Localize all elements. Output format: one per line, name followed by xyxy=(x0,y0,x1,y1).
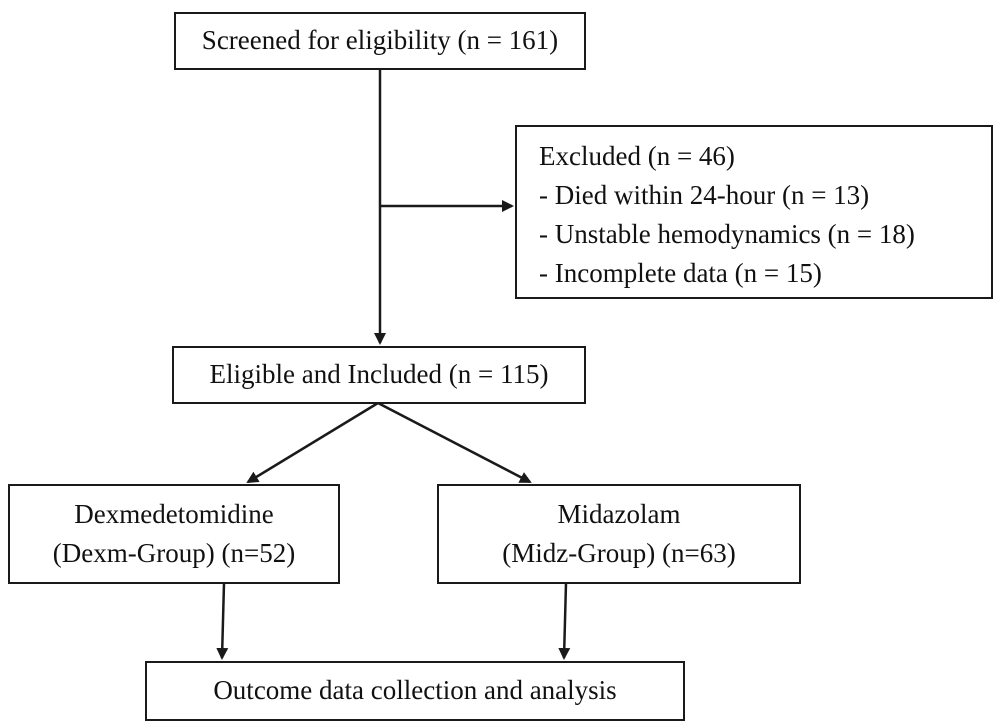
midz-group-box: Midazolam (Midz-Group) (n=63) xyxy=(437,484,801,584)
arrow-to-dexm xyxy=(246,401,379,484)
excluded-title: Excluded (n = 46) xyxy=(539,141,735,171)
arrow-to-midz xyxy=(377,401,532,484)
included-text: Eligible and Included (n = 115) xyxy=(209,359,549,390)
midz-drug-name: Midazolam xyxy=(557,498,681,529)
arrow-dexm-to-outcome xyxy=(216,582,229,660)
included-box: Eligible and Included (n = 115) xyxy=(172,346,586,404)
arrow-midz-to-outcome xyxy=(558,582,571,660)
dexm-group-count: (Dexm-Group) (n=52) xyxy=(52,538,296,568)
dexm-group-box: Dexmedetomidine (Dexm-Group) (n=52) xyxy=(8,484,340,584)
outcome-text: Outcome data collection and analysis xyxy=(213,675,617,706)
midz-group-count: (Midz-Group) (n=63) xyxy=(502,538,736,568)
screened-box: Screened for eligibility (n = 161) xyxy=(174,12,586,70)
outcome-box: Outcome data collection and analysis xyxy=(145,661,685,721)
excluded-item: - Incomplete data (n = 15) xyxy=(539,258,822,289)
excluded-item: - Died within 24-hour (n = 13) xyxy=(539,180,870,211)
excluded-item: - Unstable hemodynamics (n = 18) xyxy=(539,219,915,250)
dexm-drug-name: Dexmedetomidine xyxy=(74,498,274,529)
excluded-box: Excluded (n = 46) - Died within 24-hour … xyxy=(515,125,993,299)
screened-text: Screened for eligibility (n = 161) xyxy=(201,25,559,56)
